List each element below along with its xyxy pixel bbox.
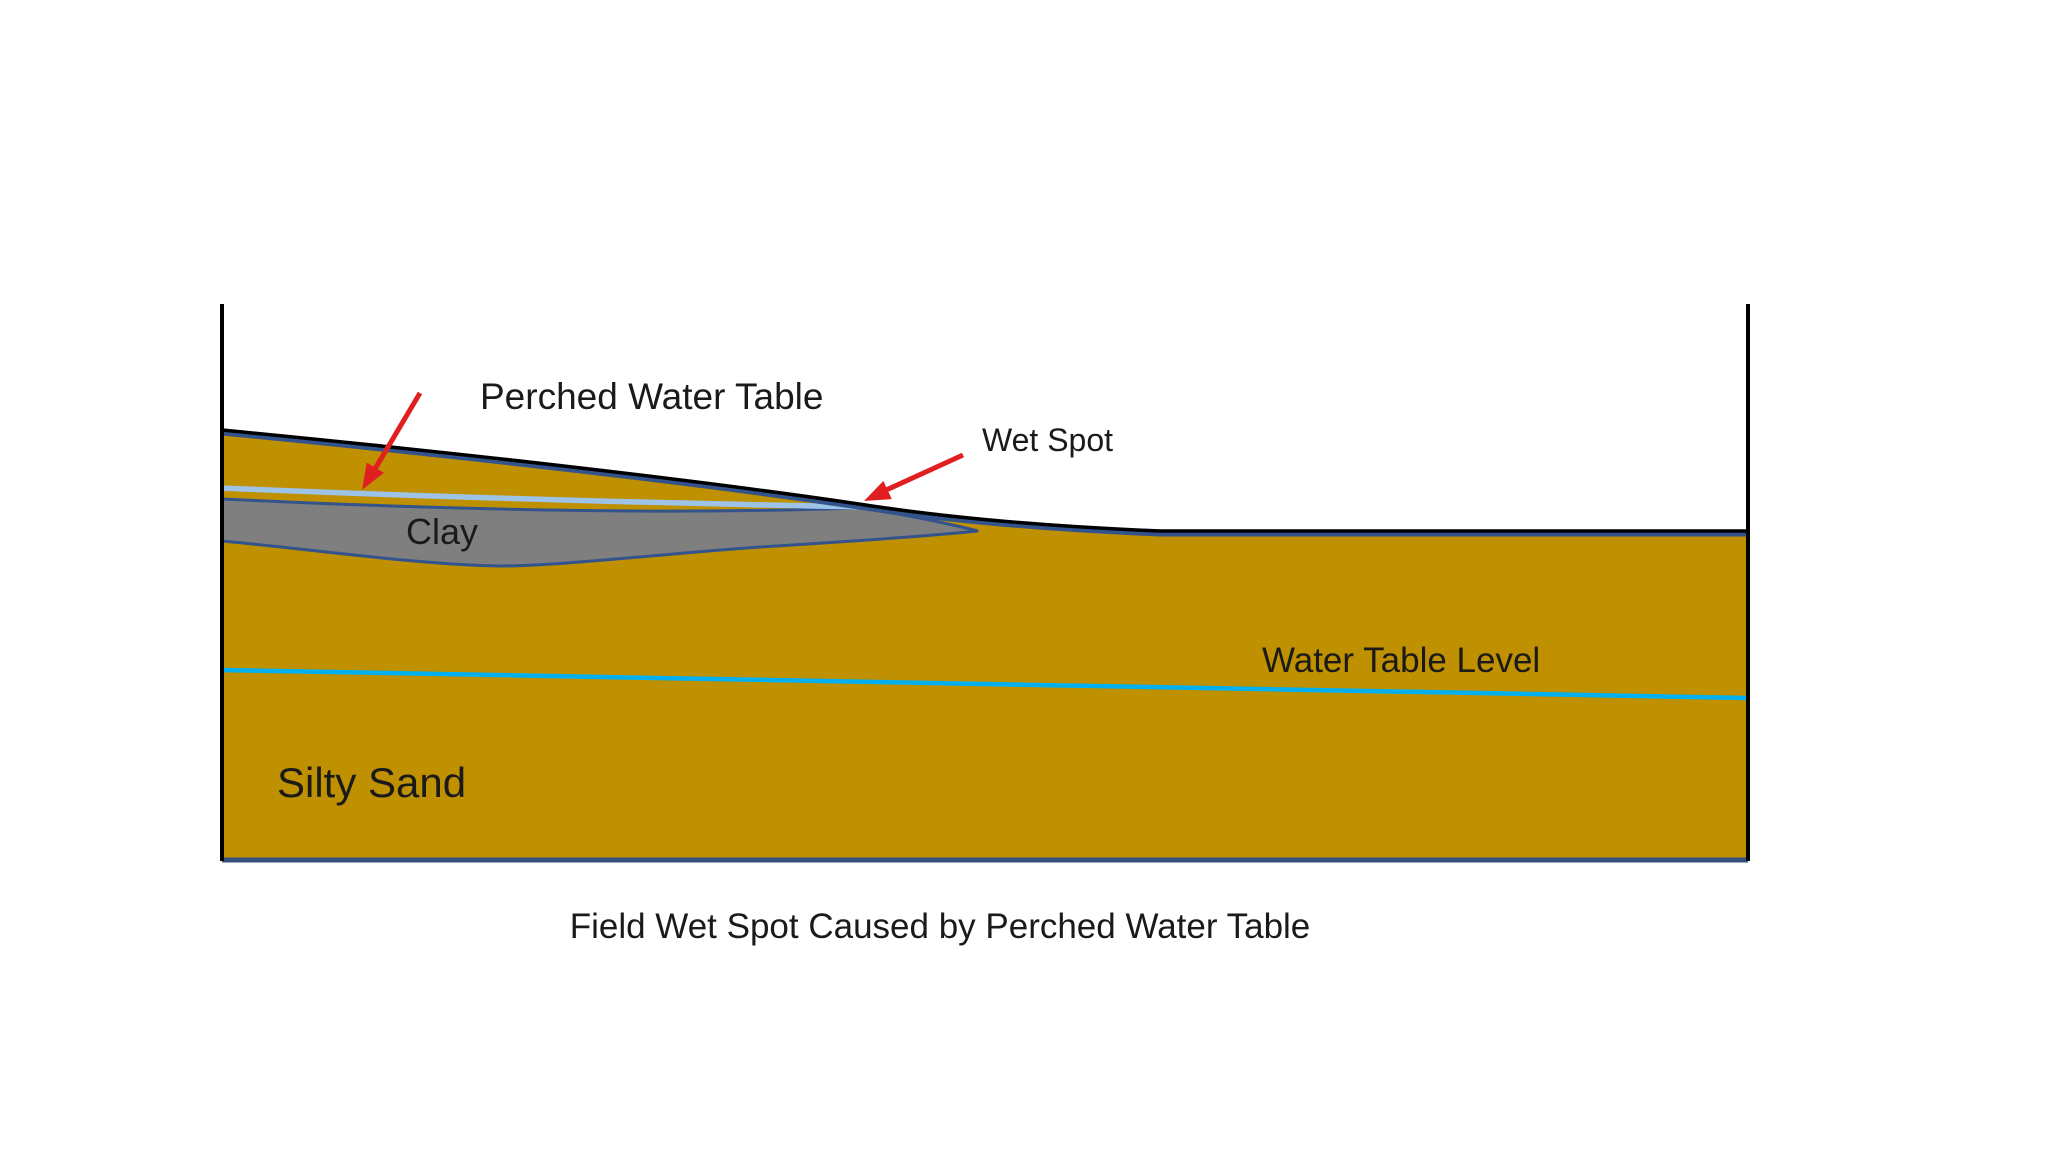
wet-spot-arrow-shaft (882, 452, 965, 494)
diagram-title: Field Wet Spot Caused by Perched Water T… (570, 907, 1311, 946)
wet-spot-arrow (864, 452, 965, 501)
water-table-level-label: Water Table Level (1262, 641, 1540, 680)
ground-surface-underline (221, 430, 1748, 537)
ground-surface-line (221, 428, 1748, 533)
silty-sand-label: Silty Sand (277, 759, 466, 806)
perched-arrow-head-icon (362, 462, 384, 490)
perched-water-table-label: Perched Water Table (480, 376, 823, 417)
perched-water-table-arrow (362, 391, 423, 490)
clay-layer (220, 497, 979, 568)
clay-label: Clay (406, 511, 478, 552)
wet-spot-label: Wet Spot (982, 422, 1113, 458)
perched-water-table-line (221, 485, 867, 510)
water-table-line (221, 667, 1749, 701)
perched-arrow-shaft (369, 391, 423, 476)
wet-spot-arrow-head-icon (864, 480, 892, 501)
